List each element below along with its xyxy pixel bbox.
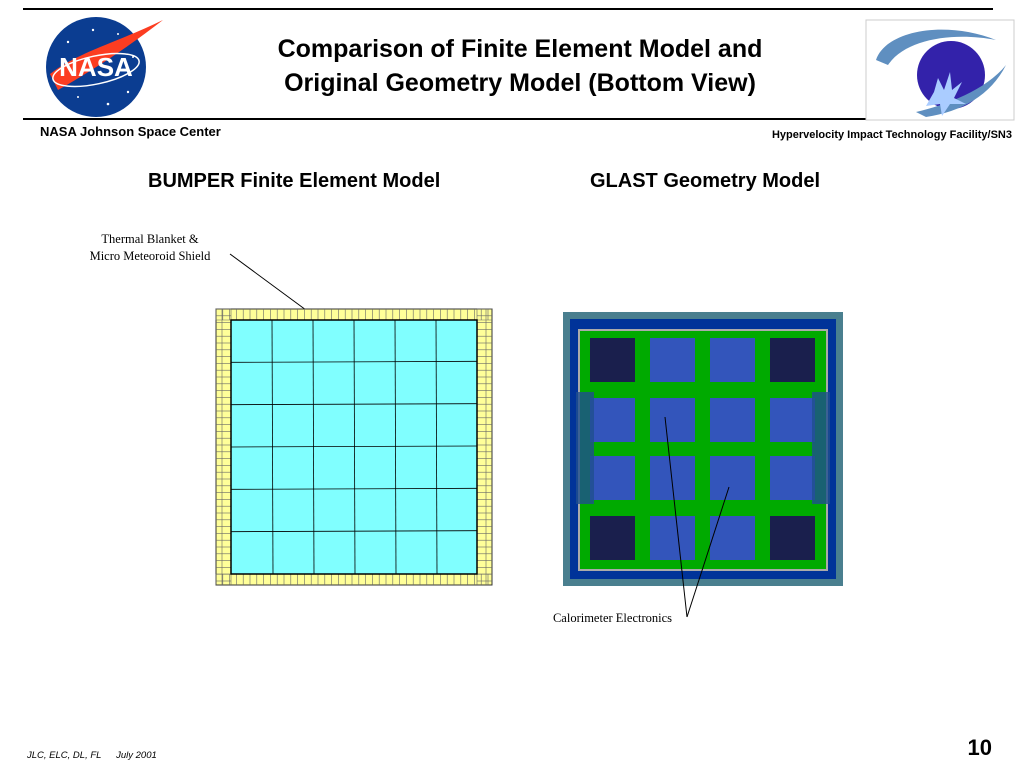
footer-authors: JLC, ELC, DL, FL xyxy=(27,750,102,761)
mission-logo xyxy=(865,19,1015,121)
org-left-label: NASA Johnson Space Center xyxy=(40,124,221,139)
thermal-blanket-leader-line xyxy=(229,253,307,311)
bumper-fem-diagram xyxy=(215,308,493,586)
nasa-logo: NASA xyxy=(46,17,163,117)
header-top-rule xyxy=(23,8,993,10)
footer-date: July 2001 xyxy=(116,750,157,761)
header-bottom-rule xyxy=(23,118,993,120)
page-number: 10 xyxy=(967,735,992,760)
slide-title-line-2: Original Geometry Model (Bottom View) xyxy=(284,69,756,97)
calorimeter-electronics-label: Calorimeter Electronics xyxy=(552,611,673,625)
thermal-blanket-label: Thermal Blanket & Micro Meteoroid Shield xyxy=(70,231,230,265)
slide-title-line-1: Comparison of Finite Element Model and xyxy=(277,35,763,63)
slide-title: Comparison of Finite Element Model and O… xyxy=(200,32,840,100)
right-column-heading: GLAST Geometry Model xyxy=(590,170,821,192)
glast-geometry-diagram xyxy=(563,312,843,586)
thermal-blanket-label-line-1: Thermal Blanket & xyxy=(101,232,199,246)
nasa-logo-text: NASA xyxy=(59,52,133,82)
footer-credits: JLC, ELC, DL, FL July 2001 xyxy=(27,750,169,761)
calorimeter-leader-lines xyxy=(664,416,730,618)
thermal-blanket-label-line-2: Micro Meteoroid Shield xyxy=(89,249,211,263)
org-right-label: Hypervelocity Impact Technology Facility… xyxy=(771,129,1012,141)
left-column-heading: BUMPER Finite Element Model xyxy=(148,170,441,192)
